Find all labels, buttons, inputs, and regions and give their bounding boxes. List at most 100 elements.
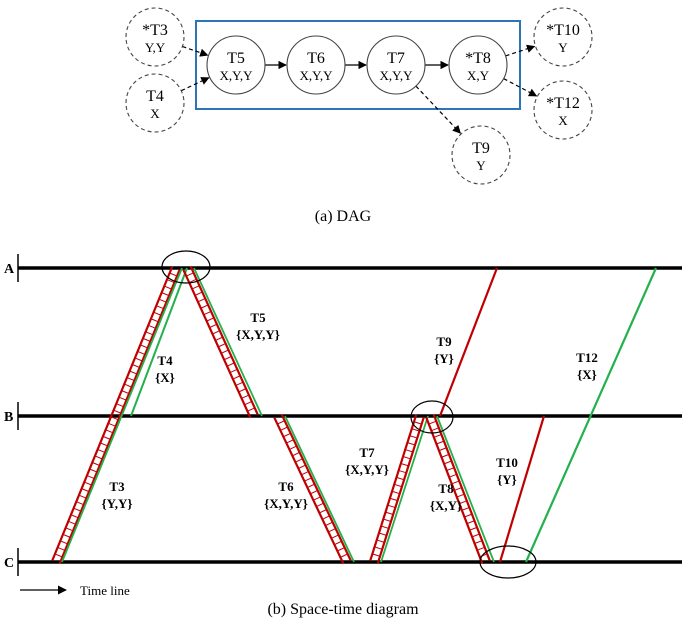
task-vars: {X} xyxy=(577,367,597,382)
ladder-rung xyxy=(280,426,288,431)
dag-edge-t4-t5 xyxy=(180,77,210,92)
ladder-rail xyxy=(376,416,425,564)
ladder-rung xyxy=(94,455,103,460)
ladder-rung xyxy=(400,462,409,467)
ladder-rung xyxy=(479,553,488,558)
dag-node-name: T5 xyxy=(227,50,245,67)
ladder-rung xyxy=(396,476,405,481)
dag-caption: (a) DAG xyxy=(315,208,372,225)
dag-node-vars: X,Y xyxy=(467,68,490,83)
sync-circle-b xyxy=(410,400,454,434)
task-vars: {Y,Y} xyxy=(101,496,132,511)
dag-node-t9: T9Y xyxy=(451,125,511,185)
ladder-rung xyxy=(126,377,135,382)
ladder-rail xyxy=(182,269,252,419)
dag-node-circle xyxy=(286,35,346,95)
transfer-t7-green xyxy=(380,415,429,563)
ladder-rung xyxy=(97,448,106,453)
task-name: T6 xyxy=(278,479,294,494)
task-vars: {Y} xyxy=(434,351,454,366)
task-vars: {Y} xyxy=(497,472,517,487)
transfer-t9 xyxy=(438,267,499,417)
ladder-rung xyxy=(92,462,100,466)
ladder-rung xyxy=(161,292,170,297)
dag-node-circle xyxy=(206,35,266,95)
ladder-rung xyxy=(383,518,392,522)
ladder-rung xyxy=(448,473,457,478)
dag-node-t7: T7X,Y,Y xyxy=(366,35,426,95)
ladder-rung xyxy=(229,368,238,374)
ladder-rung xyxy=(86,475,95,480)
ladder-rung xyxy=(319,509,327,514)
dag-node-vars: Y,Y xyxy=(145,40,166,55)
space-line-label-a: A xyxy=(4,262,15,277)
ladder-rung xyxy=(385,511,394,516)
ladder-rung xyxy=(100,442,108,447)
ladder-rung xyxy=(376,539,385,543)
dag-node-circle xyxy=(125,73,185,133)
ladder-rail xyxy=(189,265,259,415)
dag-edge-t8-t10 xyxy=(505,44,536,57)
ladder-rung xyxy=(307,483,315,488)
ladder-rung xyxy=(471,533,480,538)
ladder-rung xyxy=(328,528,336,533)
dag-edge-t8-t12 xyxy=(503,78,538,97)
ladder-rung xyxy=(277,420,285,425)
sync-circles xyxy=(161,250,537,579)
dag-node-name: *T12 xyxy=(546,95,580,112)
ladder-rung xyxy=(209,323,218,329)
ladder-rung xyxy=(289,445,297,450)
ladder-rung xyxy=(374,546,383,550)
ladder-rung xyxy=(197,298,206,303)
transfer-t3-green xyxy=(61,267,183,563)
ladder-rung xyxy=(316,502,324,508)
ladder-rung xyxy=(372,553,381,557)
dag-nodes: *T3Y,YT4XT5X,Y,YT6X,Y,YT7X,Y,Y*T8X,YT9Y*… xyxy=(125,7,593,185)
ladder-rung xyxy=(286,439,294,444)
dag-edge-t3-t5 xyxy=(182,45,209,57)
ladder-rung xyxy=(212,330,220,335)
dag-node-circle xyxy=(533,80,593,140)
spacetime-caption: (b) Space-time diagram xyxy=(267,601,419,618)
task-name: T12 xyxy=(576,350,598,365)
ladder-rung xyxy=(121,390,130,395)
ladder-rung xyxy=(200,304,209,309)
ladder-rung xyxy=(298,464,306,469)
ladder-rung xyxy=(232,375,241,380)
ladder-rung xyxy=(405,449,414,453)
dag-node-t5: T5X,Y,Y xyxy=(206,35,266,95)
dag-node-name: T9 xyxy=(472,140,490,157)
ladder-rail xyxy=(58,269,181,564)
ladder-rung xyxy=(194,291,203,296)
ladder-rung xyxy=(438,447,447,452)
transfer-t8-green xyxy=(436,415,495,563)
ladder-rung xyxy=(118,396,127,401)
dag-node-circle xyxy=(366,35,426,95)
ladder-rung xyxy=(153,311,162,316)
task-label-t10: T10{Y} xyxy=(496,455,518,487)
task-label-t9: T9{Y} xyxy=(434,334,454,366)
space-line-label-c: C xyxy=(4,556,14,571)
spacetime-panel: ABC T3{Y,Y}T4{X}T5{X,Y,Y}T6{X,Y,Y}T7{X,Y… xyxy=(4,250,682,618)
ladder-rung xyxy=(203,310,212,316)
ladder-rung xyxy=(322,515,330,520)
ladder-rung xyxy=(325,521,333,527)
ladder-rung xyxy=(407,442,416,446)
dag-node-circle xyxy=(533,7,593,67)
ladder-rung xyxy=(73,507,82,512)
ladder-rung xyxy=(108,422,116,427)
transfer-t5 xyxy=(182,265,259,419)
ladder-rung xyxy=(215,336,223,341)
task-name: T7 xyxy=(359,445,375,460)
ladder-rung xyxy=(461,507,470,511)
ladder-rung xyxy=(380,525,389,529)
ladder-rung xyxy=(105,429,114,434)
ladder-rung xyxy=(156,305,164,310)
task-label-t4: T4{X} xyxy=(155,353,175,385)
ladder-rung xyxy=(310,490,318,495)
dag-node-vars: Y xyxy=(476,158,486,173)
ladder-rung xyxy=(334,540,342,546)
ladder-rung xyxy=(60,540,68,545)
